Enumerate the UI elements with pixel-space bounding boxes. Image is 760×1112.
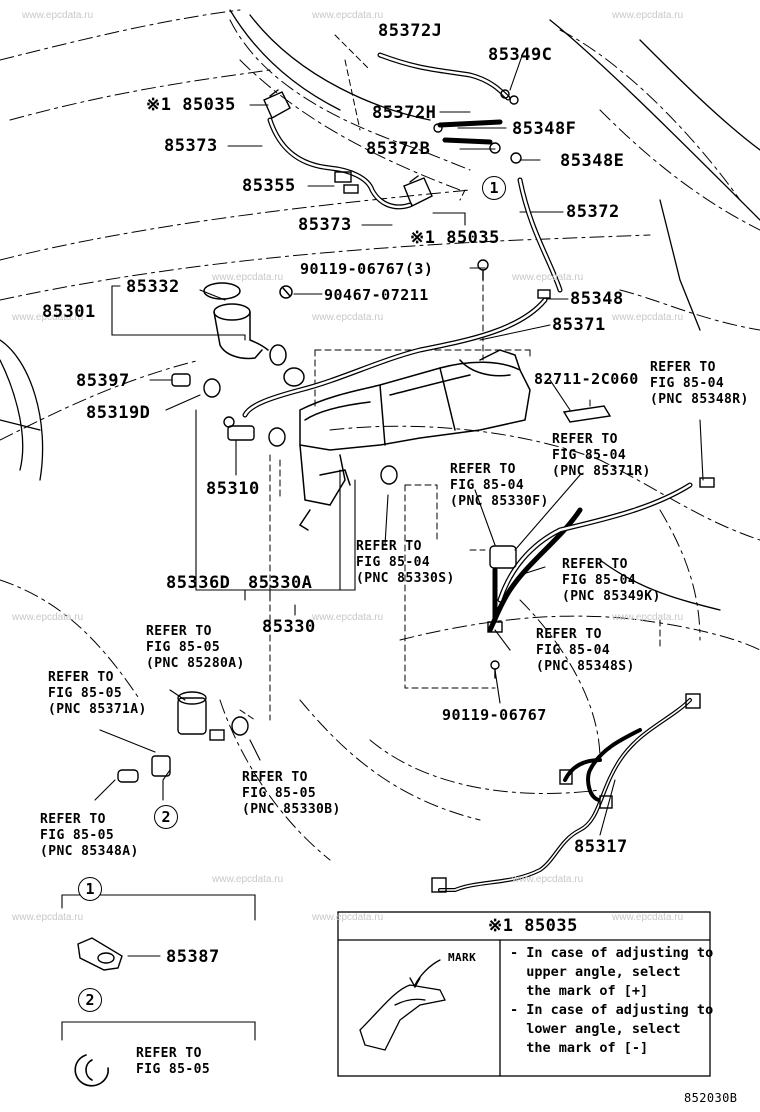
part-label-85387: 85387: [166, 947, 220, 967]
watermark: www.epcdata.ru: [312, 912, 384, 923]
refer-85330F: REFER TO FIG 85-04 (PNC 85330F): [450, 462, 549, 509]
part-label-85348: 85348: [570, 289, 624, 309]
refer-85348A: REFER TO FIG 85-05 (PNC 85348A): [40, 812, 139, 859]
watermark: www.epcdata.ru: [212, 272, 284, 283]
watermark: www.epcdata.ru: [212, 874, 284, 885]
watermark: www.epcdata.ru: [512, 272, 584, 283]
clip-85387: [77, 937, 123, 971]
callout-1-legend: 1: [78, 877, 102, 901]
part-label-85319D: 85319D: [86, 403, 151, 423]
part-label-85372B: 85372B: [366, 139, 431, 159]
note-box: [337, 911, 711, 1077]
callout-2: 2: [154, 805, 178, 829]
part-label-85332: 85332: [126, 277, 180, 297]
body-outline-lines: [0, 9, 760, 861]
refer-85371A: REFER TO FIG 85-05 (PNC 85371A): [48, 670, 147, 717]
part-label-85355: 85355: [242, 176, 296, 196]
part-label-90119-06767: 90119-06767: [442, 706, 547, 724]
watermark: www.epcdata.ru: [612, 10, 684, 21]
reservoir-tank: [298, 349, 531, 531]
part-label-85373-top: 85373: [164, 136, 218, 156]
part-label-82711-2C060: 82711-2C060: [534, 370, 639, 388]
part-label-85310: 85310: [206, 479, 260, 499]
callout-1: 1: [482, 176, 506, 200]
leader-lines: [61, 52, 704, 1041]
part-label-85330A: 85330A: [248, 573, 313, 593]
watermark: www.epcdata.ru: [612, 912, 684, 923]
part-label-85348E: 85348E: [560, 151, 625, 171]
refer-85348R: REFER TO FIG 85-04 (PNC 85348R): [650, 360, 749, 407]
part-label-85301: 85301: [42, 302, 96, 322]
watermark: www.epcdata.ru: [312, 312, 384, 323]
refer-fig-85-05: REFER TO FIG 85-05: [136, 1046, 211, 1077]
refer-85330S: REFER TO FIG 85-04 (PNC 85330S): [356, 539, 455, 586]
part-label-85035-top: ※1 85035: [146, 95, 236, 115]
part-label-85330: 85330: [262, 617, 316, 637]
watermark: www.epcdata.ru: [612, 612, 684, 623]
refer-85371R: REFER TO FIG 85-04 (PNC 85371R): [552, 432, 651, 479]
small-parts: [171, 259, 612, 679]
connectors: [431, 693, 701, 893]
part-label-85372: 85372: [566, 202, 620, 222]
hoses: [242, 52, 693, 633]
part-label-85372J: 85372J: [378, 21, 443, 41]
watermark: www.epcdata.ru: [12, 312, 84, 323]
refer-85349K: REFER TO FIG 85-04 (PNC 85349K): [562, 557, 661, 604]
wire-harness-inner: [439, 699, 691, 891]
figure-code: 852030B: [684, 1091, 738, 1105]
part-label-85371: 85371: [552, 315, 606, 335]
joints: [334, 89, 715, 488]
part-label-85317: 85317: [574, 837, 628, 857]
part-label-85397: 85397: [76, 371, 130, 391]
guide-lines: [239, 34, 661, 721]
inlet-pipe: [203, 282, 305, 387]
note-box-mark-label: MARK: [448, 951, 477, 964]
part-label-85336D: 85336D: [166, 573, 231, 593]
watermark: www.epcdata.ru: [512, 874, 584, 885]
watermark: www.epcdata.ru: [312, 612, 384, 623]
part-label-85373-bottom: 85373: [298, 215, 352, 235]
watermark: www.epcdata.ru: [12, 912, 84, 923]
part-label-85035-bottom: ※1 85035: [410, 228, 500, 248]
watermark: www.epcdata.ru: [612, 312, 684, 323]
note-box-instructions: - In case of adjusting to upper angle, s…: [510, 945, 714, 1056]
callout-2-legend: 2: [78, 988, 102, 1012]
part-label-85348F: 85348F: [512, 119, 577, 139]
refer-85348S: REFER TO FIG 85-04 (PNC 85348S): [536, 627, 635, 674]
pump: [117, 545, 517, 783]
part-label-85372H: 85372H: [372, 103, 437, 123]
watermark: www.epcdata.ru: [12, 612, 84, 623]
part-label-90119-06767-3: 90119-06767(3): [300, 260, 434, 278]
clamp-bottom: [74, 1054, 109, 1087]
watermark: www.epcdata.ru: [312, 10, 384, 21]
part-label-85349C: 85349C: [488, 45, 553, 65]
hose-inner: [243, 53, 692, 602]
nozzles: [263, 89, 433, 207]
refer-85330B: REFER TO FIG 85-05 (PNC 85330B): [242, 770, 341, 817]
note-box-header: ※1 85035: [488, 916, 578, 936]
part-label-90467-07211: 90467-07211: [324, 286, 429, 304]
watermark: www.epcdata.ru: [22, 10, 94, 21]
refer-85280A: REFER TO FIG 85-05 (PNC 85280A): [146, 624, 245, 671]
body-solid-lines: [0, 9, 760, 611]
